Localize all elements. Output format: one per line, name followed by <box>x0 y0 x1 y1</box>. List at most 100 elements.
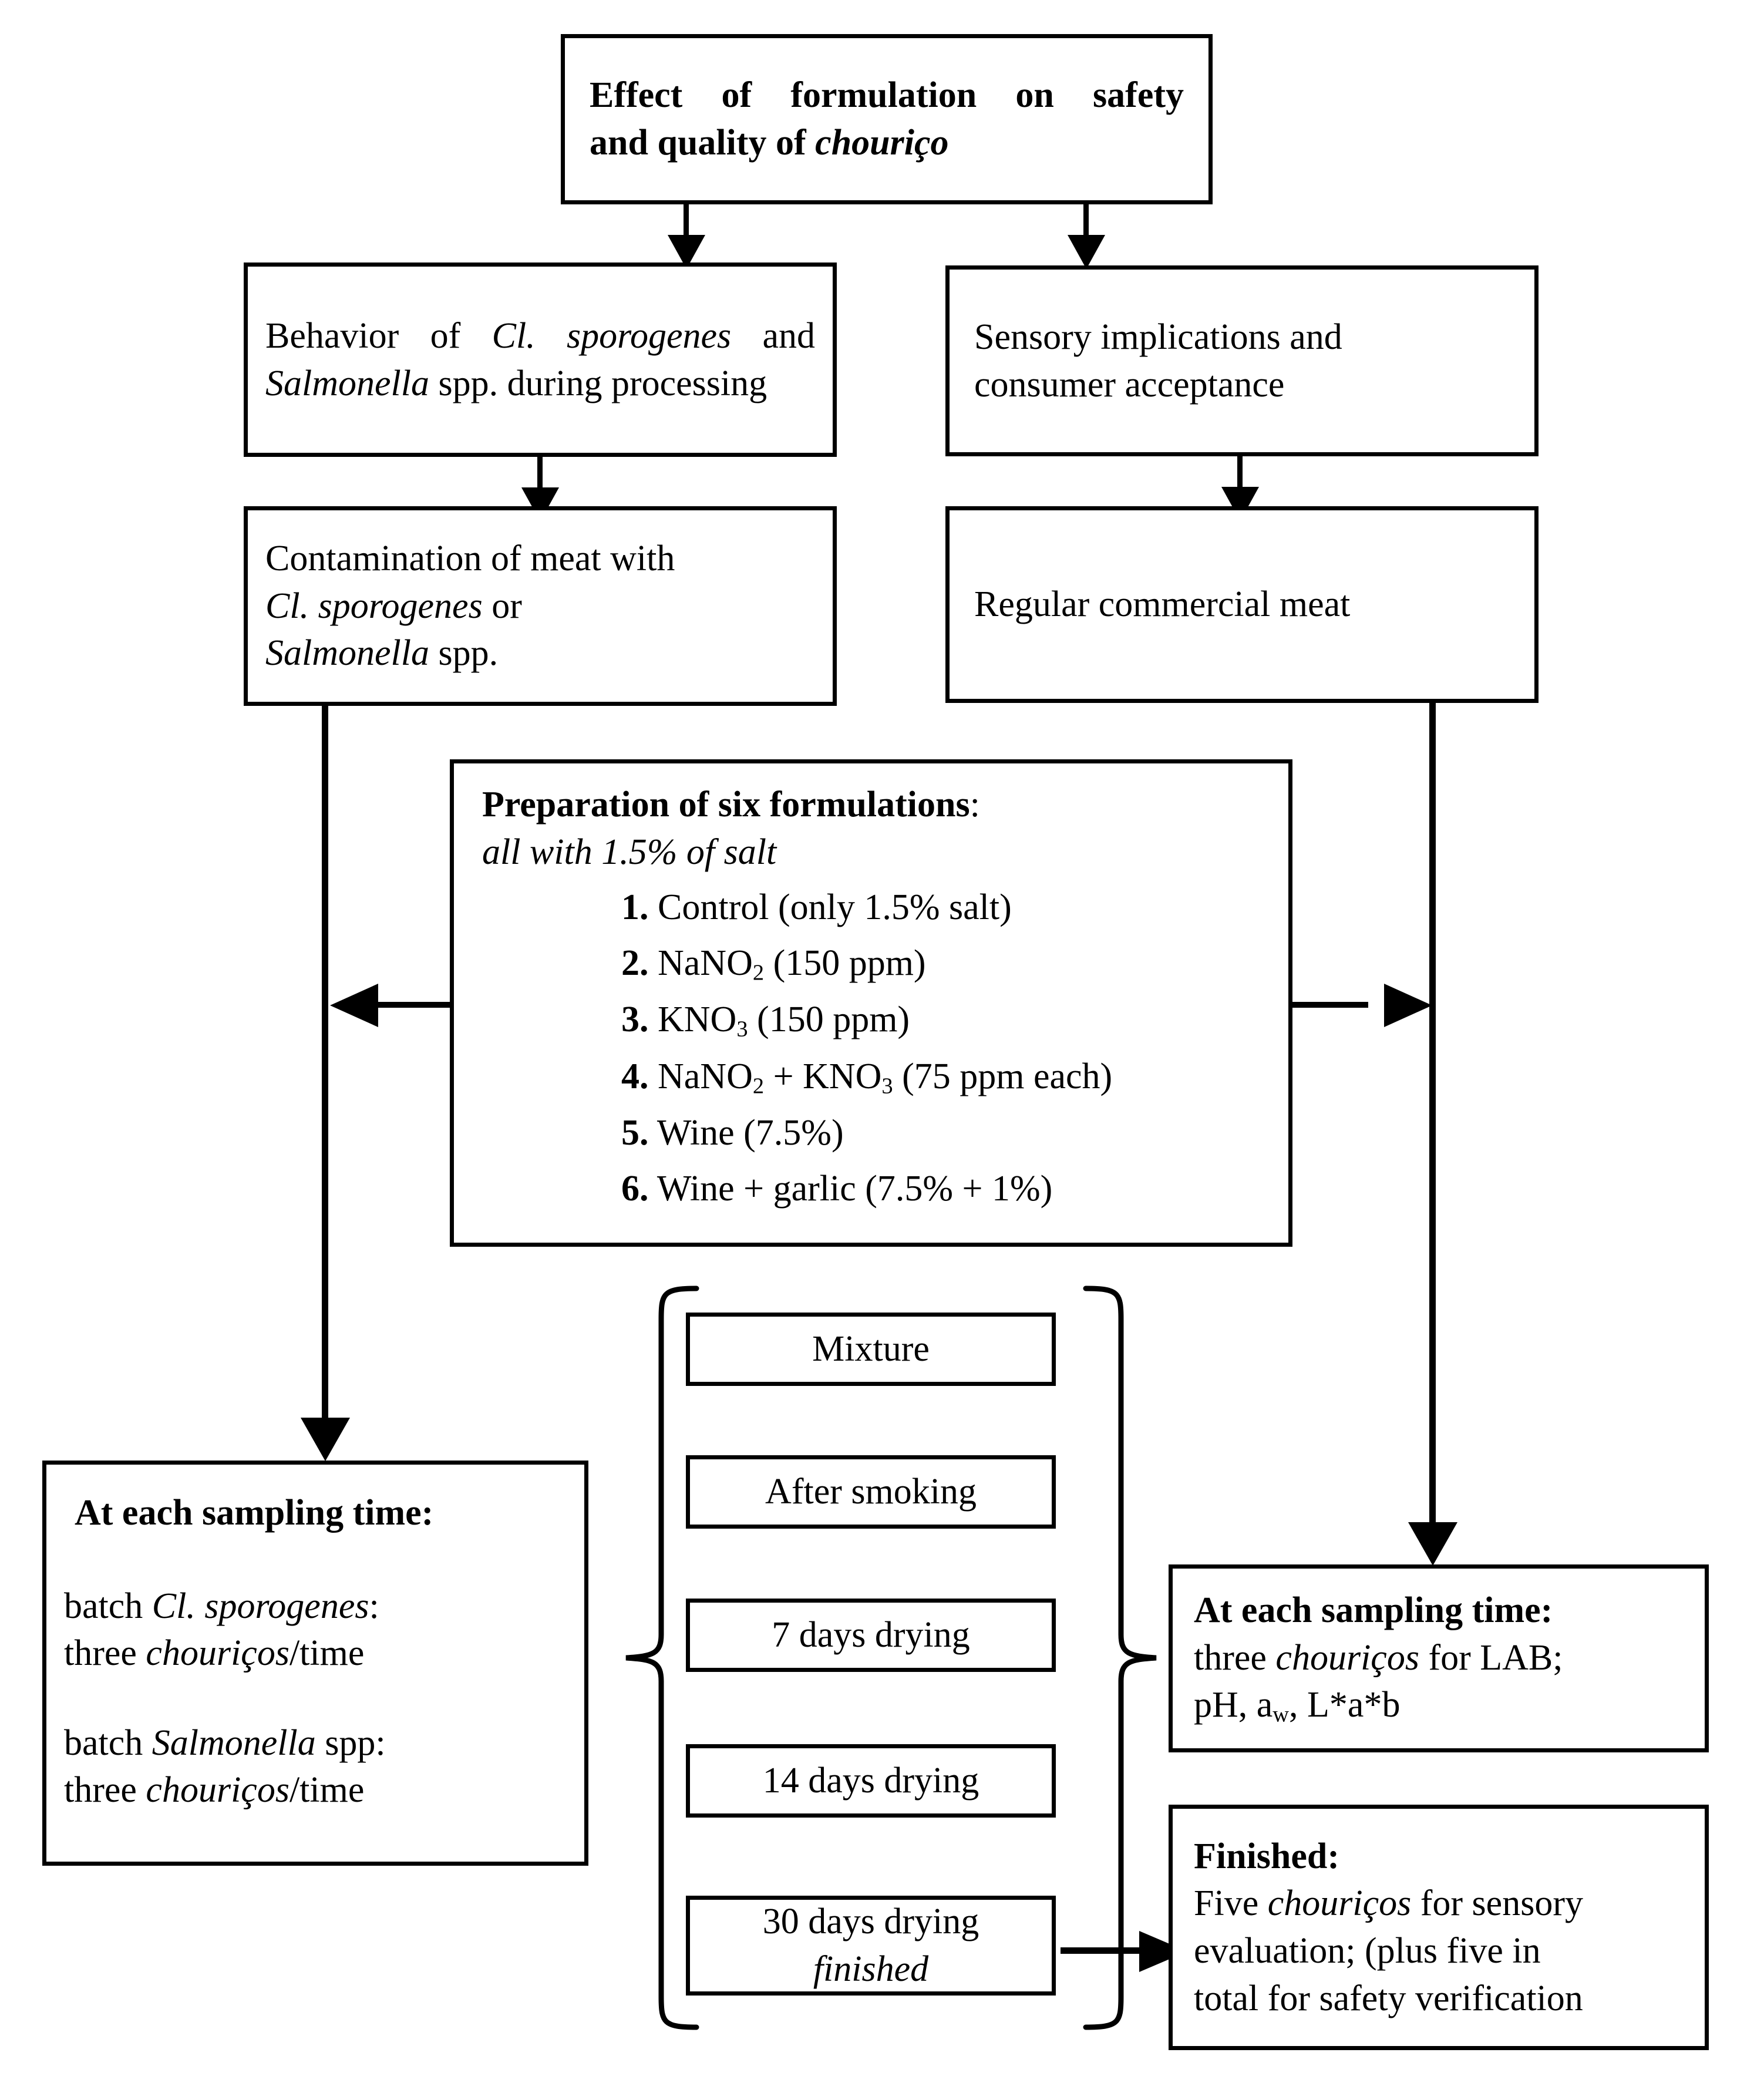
formulation-num-4: 4. <box>621 1056 649 1096</box>
title-box: Effect of formulation on safety and qual… <box>561 34 1213 204</box>
stage-box-mixture: Mixture <box>686 1313 1056 1386</box>
contamination-organism-1: Cl. sporogenes <box>265 585 483 626</box>
finished-line-2: Five chouriços for sensory <box>1173 1880 1705 1927</box>
sensory-to-meat-line <box>1237 456 1243 493</box>
title-line-2-italic: chouriço <box>815 123 949 163</box>
left-sampling-batch-1-line1: batch Cl. sporogenes: <box>46 1583 584 1630</box>
contamination-to-sampling-line <box>322 706 328 1434</box>
formulations-heading-text: Preparation of six formulations <box>482 785 970 825</box>
formulations-subheading: all with 1.5% of salt <box>454 829 1288 876</box>
formulation-num-3: 3. <box>621 1000 649 1040</box>
contamination-spp: spp. <box>429 633 499 674</box>
formulation-sub-3: 3 <box>736 1017 748 1042</box>
sensory-line-2: consumer acceptance <box>974 364 1285 405</box>
finished-sensory: for sensory <box>1411 1883 1583 1924</box>
behavior-text-b: and <box>731 315 815 356</box>
contamination-or: or <box>482 585 522 626</box>
meat-to-sampling-line <box>1429 703 1436 1538</box>
stage-box-after-smoking: After smoking <box>686 1455 1056 1529</box>
formulation-tail-4: (75 ppm each) <box>893 1056 1113 1096</box>
right-brace <box>1083 1286 1157 2030</box>
behavior-text: Behavior of Cl. sporogenes and Salmonell… <box>248 312 833 407</box>
left-sampling-batch-1-line2: three chouriços/time <box>46 1630 584 1677</box>
contamination-line-1: Contamination of meat with <box>265 539 675 579</box>
formulation-num-2: 2. <box>621 943 649 983</box>
formulations-heading: Preparation of six formulations: <box>454 781 1288 829</box>
left-sampling-batch-2-count: three <box>64 1770 146 1811</box>
left-sampling-heading: At each sampling time: <box>46 1489 584 1537</box>
left-sampling-batch-1-colon: : <box>369 1586 379 1626</box>
sensory-to-meat-arrowhead <box>1221 487 1259 521</box>
formulation-num-1: 1. <box>621 887 649 928</box>
left-sampling-batch-2-chourico: chouriços <box>146 1770 289 1811</box>
right-sampling-aw-sub: w <box>1272 1702 1290 1727</box>
behavior-to-contamination-line <box>537 457 543 493</box>
title-to-behavior-arrowhead <box>668 235 705 269</box>
formulation-item-2: 2. NaNO2 (150 ppm) <box>454 940 1288 988</box>
formulation-item-5: 5. Wine (7.5%) <box>454 1109 1288 1157</box>
left-sampling-batch-2-colon: spp: <box>315 1722 386 1763</box>
finished-box: Finished: Five chouriços for sensory eva… <box>1169 1805 1709 2050</box>
left-sampling-batch-1-organism: Cl. sporogenes <box>152 1586 369 1626</box>
stage-label-after-smoking: After smoking <box>765 1472 977 1512</box>
title-to-sensory-arrowhead <box>1068 235 1105 269</box>
behavior-organism-2: Salmonella <box>265 363 429 403</box>
right-sampling-count: three <box>1194 1637 1276 1678</box>
formulation-item-4: 4. NaNO2 + KNO3 (75 ppm each) <box>454 1053 1288 1101</box>
finished-count: Five <box>1194 1883 1268 1924</box>
left-sampling-batch-2-per-time: /time <box>289 1770 365 1811</box>
title-to-behavior-line <box>684 204 689 241</box>
right-sampling-heading-text: At each sampling time: <box>1194 1590 1553 1631</box>
formulation-text-3: KNO <box>648 1000 737 1040</box>
formulation-num-6: 6. <box>621 1168 649 1209</box>
stage-box-30-days: 30 days drying finished <box>686 1896 1056 1996</box>
contamination-box: Contamination of meat with Cl. sporogene… <box>244 506 837 706</box>
meat-to-sampling-arrowhead <box>1408 1522 1457 1566</box>
right-sampling-heading: At each sampling time: <box>1173 1587 1705 1634</box>
right-sampling-lab-color: , L*a*b <box>1289 1685 1401 1725</box>
left-sampling-batch-1-chourico: chouriços <box>146 1633 289 1674</box>
left-sampling-batch-1-count: three <box>64 1633 146 1674</box>
formulations-left-line <box>376 1002 452 1008</box>
stage-label-30-days-finished: finished <box>690 1946 1052 1993</box>
formulation-text-5: Wine (7.5%) <box>648 1113 844 1153</box>
left-brace <box>625 1286 699 2030</box>
finished-line-4: total for safety verification <box>1194 1978 1583 2018</box>
left-sampling-batch-2-label: batch <box>64 1722 152 1763</box>
stage-label-mixture: Mixture <box>812 1329 930 1369</box>
formulations-right-line <box>1291 1002 1368 1008</box>
formulation-tail-3: (150 ppm) <box>748 1000 910 1040</box>
behavior-text-c: spp. during processing <box>429 363 767 403</box>
left-sampling-box: At each sampling time: batch Cl. sporoge… <box>42 1461 588 1866</box>
formulation-item-6: 6. Wine + garlic (7.5% + 1%) <box>454 1165 1288 1213</box>
title-line-2-text: and quality of <box>590 123 816 163</box>
formulations-box: Preparation of six formulations: all wit… <box>450 759 1292 1247</box>
behavior-to-contamination-arrowhead <box>521 487 559 521</box>
thirtydays-to-finished-line <box>1061 1947 1143 1954</box>
formulation-text-6: Wine + garlic (7.5% + 1%) <box>648 1168 1053 1209</box>
formulation-sub-4b: 3 <box>881 1074 893 1099</box>
formulation-sub-4a: 2 <box>752 1074 765 1099</box>
formulation-item-3: 3. KNO3 (150 ppm) <box>454 996 1288 1044</box>
behavior-text-a: Behavior of <box>265 315 492 356</box>
stage-label-30-days: 30 days drying <box>762 1902 979 1942</box>
contamination-organism-2: Salmonella <box>265 633 429 674</box>
left-sampling-heading-text: At each sampling time: <box>75 1493 434 1533</box>
sensory-line-1: Sensory implications and <box>974 317 1342 357</box>
left-sampling-batch-2-organism: Salmonella <box>152 1722 316 1763</box>
left-sampling-batch-1-per-time: /time <box>289 1633 365 1674</box>
right-sampling-box: At each sampling time: three chouriços f… <box>1169 1564 1709 1752</box>
regular-meat-label: Regular commercial meat <box>974 584 1351 625</box>
sensory-box: Sensory implications and consumer accept… <box>945 265 1539 456</box>
finished-heading-text: Finished: <box>1194 1836 1340 1876</box>
regular-meat-box: Regular commercial meat <box>945 506 1539 703</box>
contamination-line-2: Cl. sporogenes or <box>248 583 833 630</box>
thirtydays-to-finished-arrowhead <box>1139 1931 1187 1972</box>
formulation-tail-2: (150 ppm) <box>764 943 926 983</box>
finished-chourico: chouriços <box>1267 1883 1412 1924</box>
left-sampling-batch-1-label: batch <box>64 1586 152 1626</box>
formulation-mid-4: + KNO <box>764 1056 882 1096</box>
finished-line-3: evaluation; (plus five in <box>1194 1931 1541 1971</box>
stage-box-7-days: 7 days drying <box>686 1599 1056 1672</box>
contamination-line-3: Salmonella spp. <box>248 630 833 677</box>
